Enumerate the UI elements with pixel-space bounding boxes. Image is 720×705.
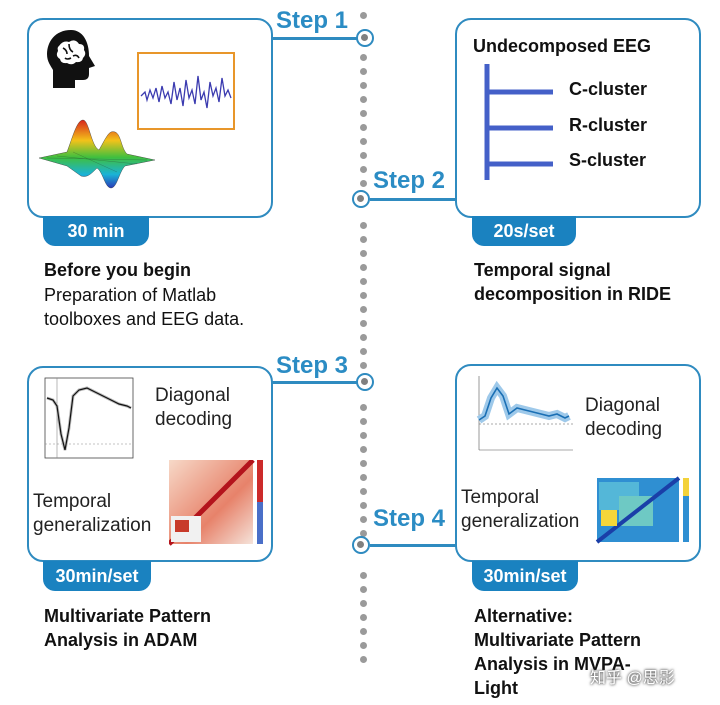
timeline-dot <box>360 628 367 635</box>
timeline-dot <box>360 152 367 159</box>
surface-3d-icon <box>38 119 156 189</box>
timeline-dot <box>360 614 367 621</box>
watermark: 知乎 @思影 <box>590 670 675 687</box>
timeline-dot <box>360 124 367 131</box>
timeline-dot <box>360 446 367 453</box>
timeline-dot <box>360 586 367 593</box>
brain-head-icon <box>47 30 95 88</box>
connector-step3 <box>272 381 362 384</box>
diagonal-decoding-plot <box>44 377 134 459</box>
diagonal-decoding-label-light: Diagonal decoding <box>585 395 663 440</box>
time-badge-step4: 30min/set <box>472 561 578 591</box>
step3-label: Step 3 <box>276 352 349 379</box>
connector-step2 <box>370 198 456 201</box>
timeline-dot <box>360 68 367 75</box>
timeline-dot <box>360 404 367 411</box>
card-step1 <box>27 18 273 218</box>
step1-label: Step 1 <box>276 7 349 34</box>
time-badge-step2: 20s/set <box>472 216 576 246</box>
timeline-dot <box>360 12 367 19</box>
card2-title: Temporal signal decomposition in RIDE <box>474 260 672 304</box>
diagonal-decoding-plot-light <box>476 376 573 451</box>
timeline-dot <box>360 264 367 271</box>
time-badge-step3: 30min/set <box>43 561 151 591</box>
temporal-generalization-matrix <box>169 460 263 546</box>
temporal-generalization-matrix-light <box>595 476 689 544</box>
timeline-dot <box>360 306 367 313</box>
card-step4: Diagonal decoding Temporal generalizatio… <box>455 364 701 562</box>
timeline-dot <box>360 488 367 495</box>
step2-label: Step 2 <box>373 167 446 194</box>
timeline-dot <box>360 96 367 103</box>
timeline-dot <box>360 516 367 523</box>
timeline-dot <box>360 642 367 649</box>
timeline-dot <box>360 656 367 663</box>
timeline-dot <box>360 166 367 173</box>
timeline-dot <box>360 530 367 537</box>
connector-step1 <box>272 37 362 40</box>
timeline-dot <box>360 432 367 439</box>
diagonal-decoding-label: Diagonal decoding <box>155 385 233 430</box>
timeline-dot <box>360 138 367 145</box>
card-step3: Diagonal decoding Temporal generalizatio… <box>27 366 273 562</box>
timeline-dot <box>360 362 367 369</box>
timeline-dot <box>360 278 367 285</box>
timeline-dot <box>360 236 367 243</box>
timeline-dot <box>360 82 367 89</box>
card1-title: Before you begin <box>44 260 192 280</box>
timeline-dot <box>360 54 367 61</box>
step4-label: Step 4 <box>373 505 446 532</box>
timeline-dot <box>360 250 367 257</box>
timeline-dot <box>360 502 367 509</box>
timeline-dot <box>360 292 367 299</box>
temporal-generalization-label: Temporal generalization <box>33 491 152 536</box>
eeg-wave-icon <box>137 52 235 130</box>
connector-step4 <box>370 544 456 547</box>
time-badge-step1: 30 min <box>43 216 149 246</box>
timeline-dot <box>360 334 367 341</box>
timeline-dot <box>360 418 367 425</box>
timeline-dot <box>360 320 367 327</box>
timeline-dot <box>360 180 367 187</box>
timeline-node-step2 <box>352 190 370 208</box>
timeline-dot <box>360 460 367 467</box>
undecomposed-eeg-label: Undecomposed EEG <box>473 36 652 56</box>
timeline-dot <box>360 572 367 579</box>
r-cluster-label: R-cluster <box>569 115 648 135</box>
card3-title: Multivariate Pattern Analysis in ADAM <box>44 606 212 650</box>
card4-title: Alternative: Multivariate Pattern Analys… <box>474 606 642 698</box>
timeline-dot <box>360 222 367 229</box>
c-cluster-label: C-cluster <box>569 79 648 99</box>
timeline-node-step3 <box>356 373 374 391</box>
timeline-dot <box>360 348 367 355</box>
decomposition-tree-icon <box>484 64 553 180</box>
timeline-dot <box>360 110 367 117</box>
card1-description: Preparation of Matlab toolboxes and EEG … <box>44 285 245 329</box>
s-cluster-label: S-cluster <box>569 150 647 170</box>
temporal-generalization-label-light: Temporal generalization <box>461 487 580 532</box>
timeline-dot <box>360 600 367 607</box>
timeline-node-step1 <box>356 29 374 47</box>
card-step2: Undecomposed EEG C-cluster R-cluster S-c… <box>455 18 701 218</box>
timeline-node-step4 <box>352 536 370 554</box>
timeline-dot <box>360 474 367 481</box>
